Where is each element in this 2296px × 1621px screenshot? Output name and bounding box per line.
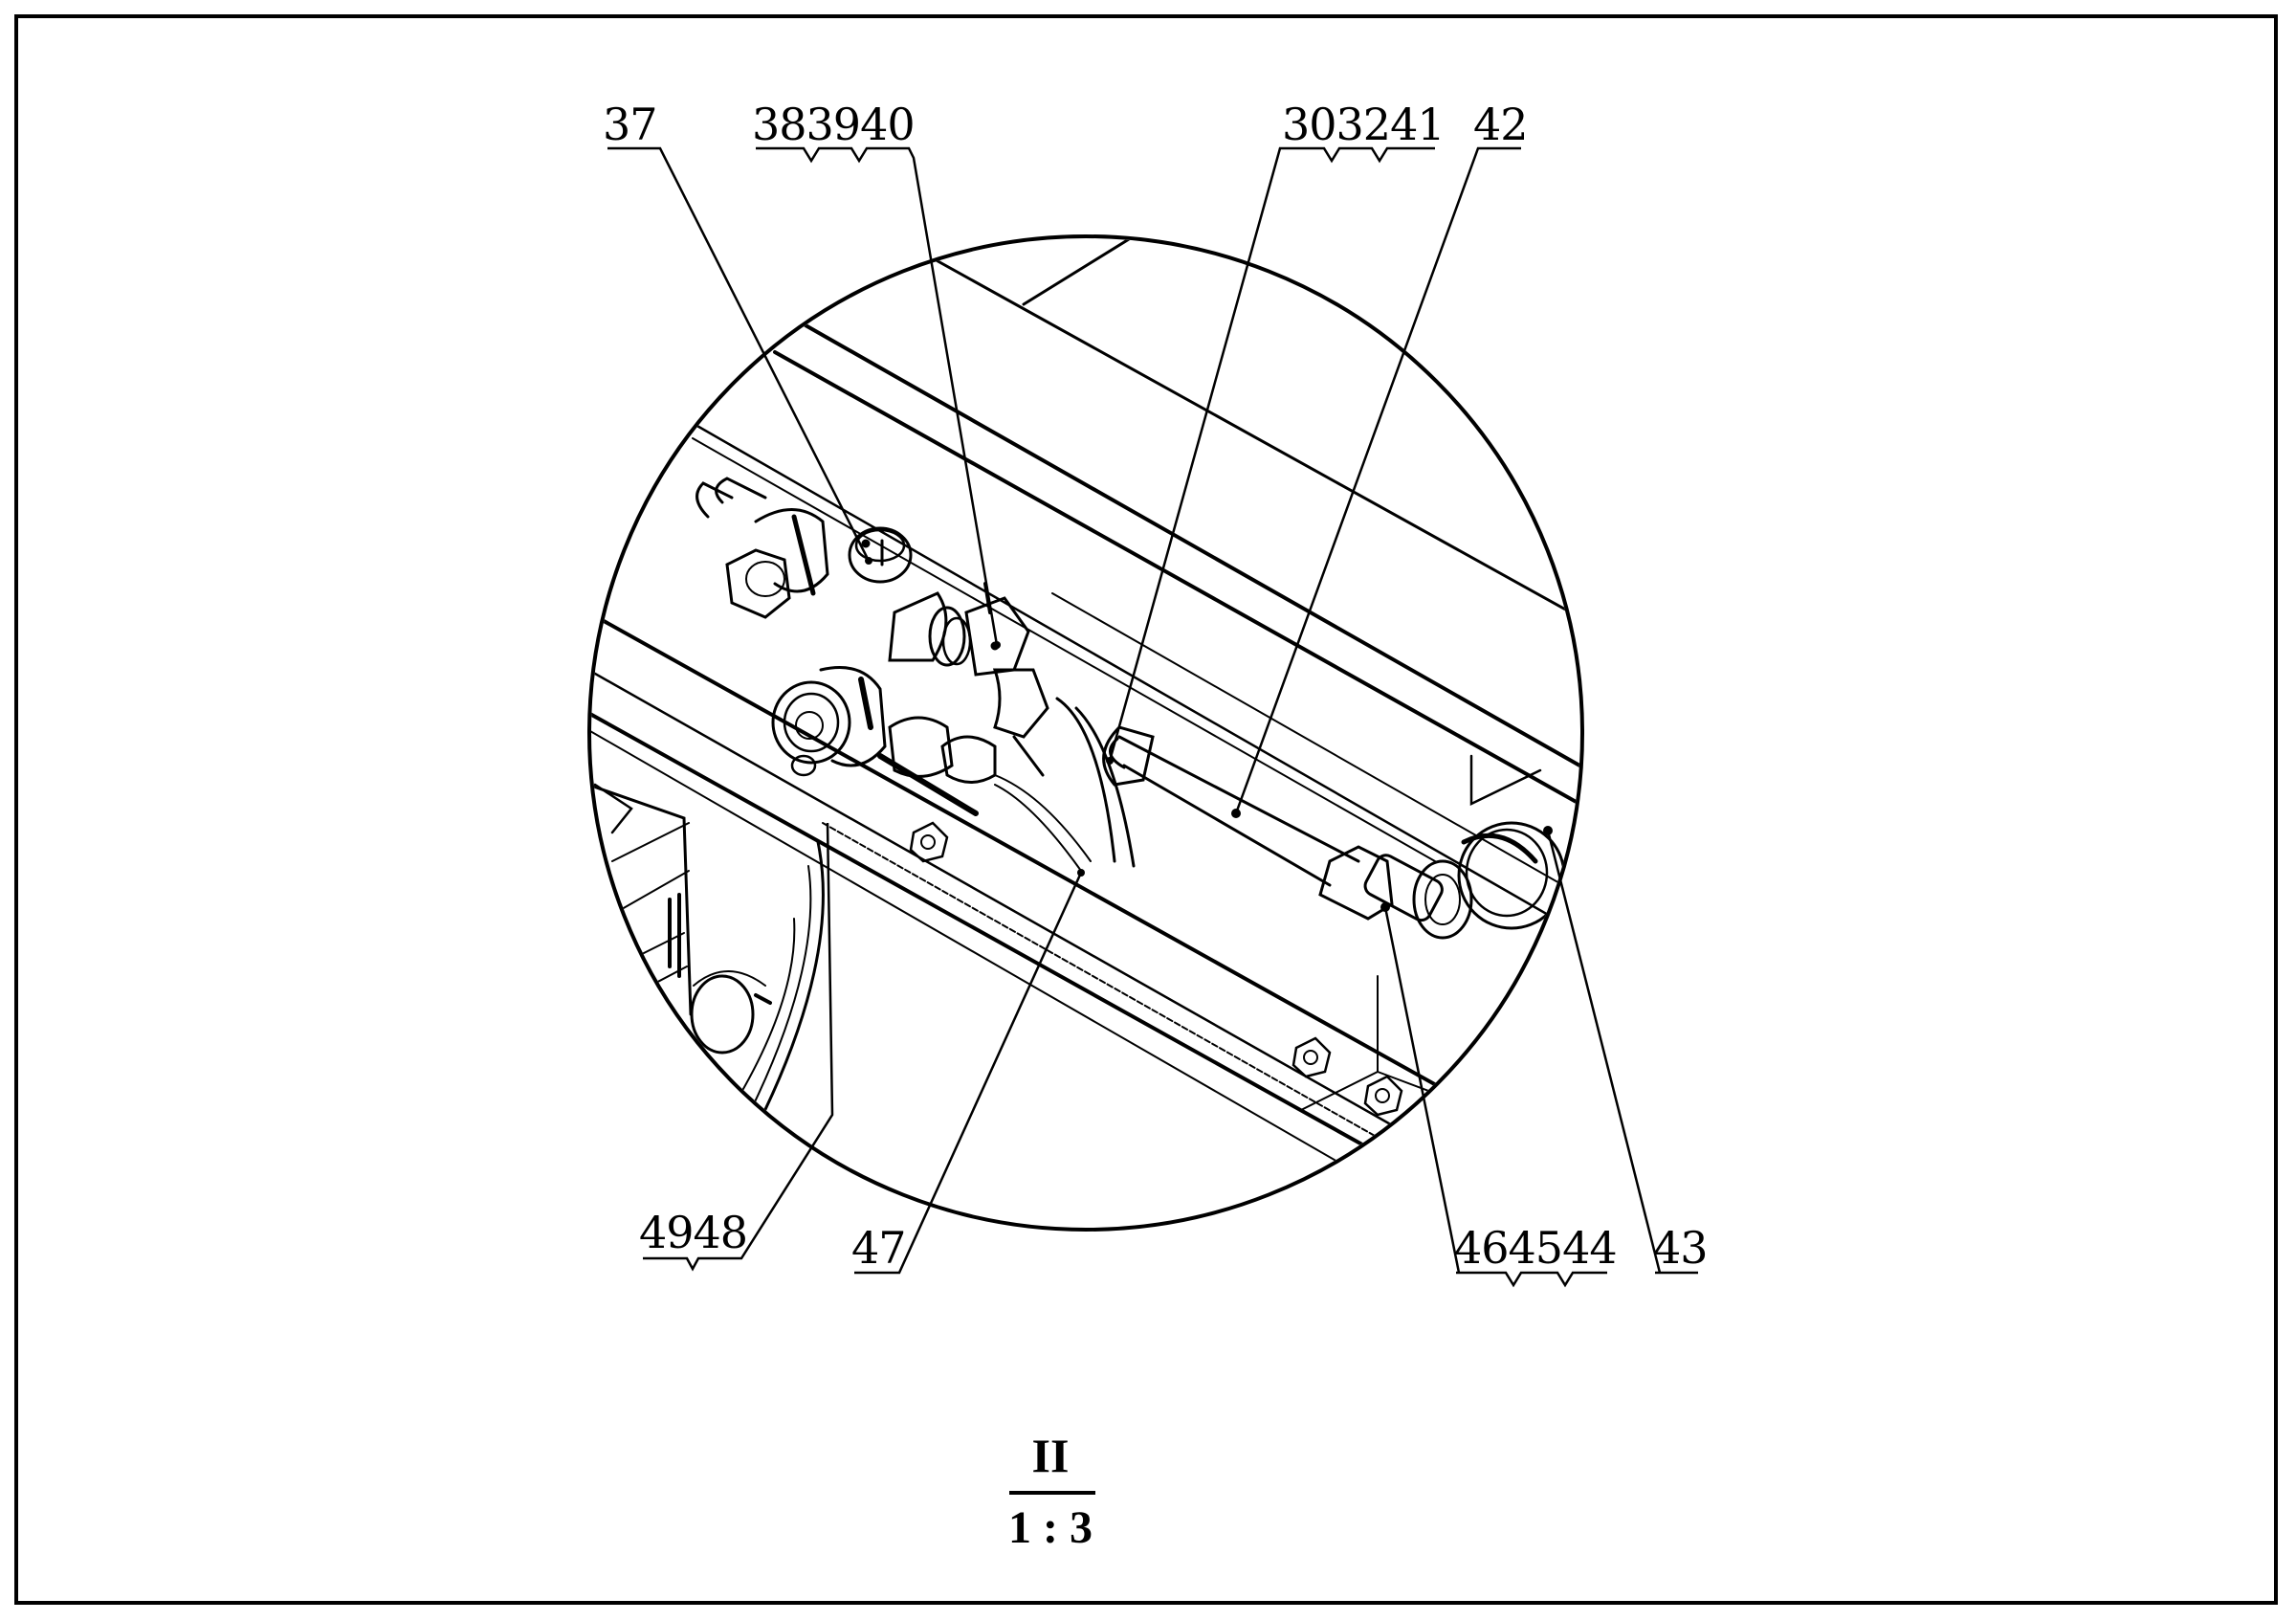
callout-37: 37: [603, 99, 657, 150]
detail-contents: [591, 238, 1580, 1164]
leader-lines: [607, 146, 1698, 1288]
callout-4948: 4948: [639, 1207, 747, 1258]
callout-464544: 464544: [1454, 1222, 1617, 1274]
drawing-border: [14, 14, 2278, 1605]
callout-47: 47: [851, 1222, 906, 1274]
detail-circle: [587, 234, 1584, 1232]
view-label: II: [1032, 1429, 1070, 1482]
callout-383940: 383940: [752, 99, 915, 150]
leader-dots: [865, 557, 1553, 912]
callout-43: 43: [1653, 1222, 1708, 1274]
callout-42: 42: [1473, 99, 1528, 150]
view-scale: 1 : 3: [1008, 1502, 1093, 1553]
callout-303241: 303241: [1282, 99, 1445, 150]
